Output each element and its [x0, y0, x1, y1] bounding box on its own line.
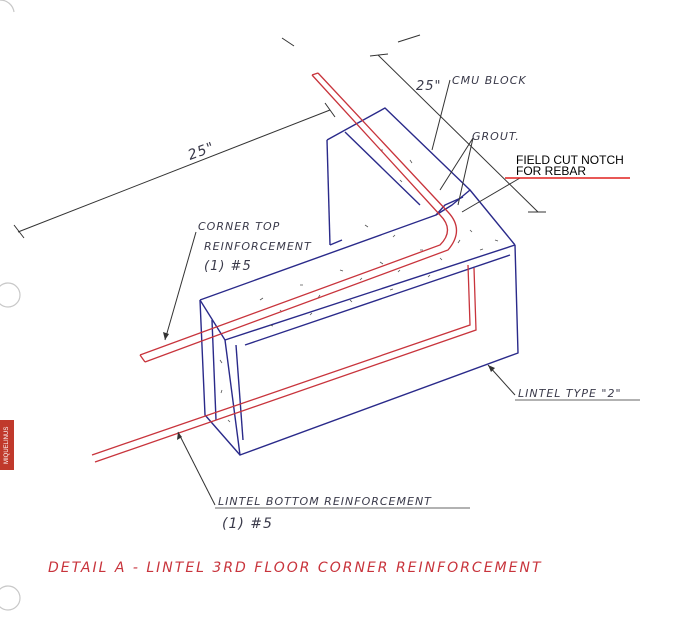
grout-texture — [219, 149, 499, 423]
cmu-block-label: CMU BLOCK — [452, 74, 527, 87]
field-cut-label-line1: FIELD CUT NOTCH — [516, 153, 624, 167]
lintel-block — [199, 107, 519, 456]
block-end-inner-1 — [211, 319, 217, 421]
arrow-corner-top — [163, 332, 169, 340]
block-top-back-edge — [199, 189, 516, 301]
leader-cmu-block — [431, 79, 451, 151]
binder-hole-bottom — [0, 585, 21, 611]
leader-grout-a — [439, 137, 474, 191]
dim-line-cmu — [377, 54, 539, 213]
grout-notch — [435, 196, 464, 216]
block-top-inner-line — [244, 254, 511, 346]
binder-hole-top — [0, 0, 15, 13]
detail-title: DETAIL A - LINTEL 3RD FLOOR CORNER REINF… — [48, 560, 543, 576]
arrow-lintel-bottom — [177, 432, 182, 440]
lintel-bottom-label-line1: LINTEL BOTTOM REINFORCEMENT — [218, 495, 432, 508]
dim-line-cmu-ticks — [369, 53, 546, 213]
arrowheads — [163, 332, 495, 440]
corner-top-label-line3: (1) #5 — [204, 259, 252, 274]
leaders — [164, 79, 521, 506]
field-cut-label-line2: FOR REBAR — [516, 164, 586, 178]
block-top-front-edge — [224, 244, 516, 341]
bottom-rebar-a — [91, 264, 471, 456]
corner-top-rebar-b — [144, 72, 458, 363]
dim-line-length-ticks — [13, 102, 336, 239]
block-end-face — [199, 299, 241, 456]
corner-top-rebar-end — [139, 354, 146, 363]
block-back-inner-edge — [344, 131, 421, 206]
side-tab: MIQUELINUS — [0, 420, 14, 470]
leader-grout-b — [457, 137, 474, 206]
corner-top-rebar-a — [139, 74, 449, 356]
rebar — [91, 72, 477, 463]
corner-top-label-line2: REINFORCEMENT — [204, 240, 312, 253]
leader-corner-top — [164, 231, 197, 341]
block-back-left-edge — [326, 139, 331, 246]
corner-top-label-line1: CORNER TOP — [198, 220, 280, 233]
construction-marks — [281, 34, 421, 47]
block-back-bottom-edge — [329, 239, 343, 246]
corner-top-rebar-tip — [311, 72, 319, 76]
arrow-lintel-type — [488, 365, 495, 372]
binder-holes — [0, 0, 21, 611]
binder-hole-middle — [0, 282, 21, 308]
leader-lintel-bottom — [177, 431, 216, 506]
leader-field-cut — [461, 177, 521, 213]
dim-cmu-label: 25" — [416, 79, 442, 94]
block-back-top-edge — [326, 107, 471, 191]
block-front-face — [224, 244, 519, 456]
block-end-inner-2 — [235, 344, 244, 441]
dimension-lines — [13, 34, 546, 239]
grout-label: GROUT. — [472, 130, 520, 143]
bottom-rebar-b — [94, 267, 477, 463]
dim-line-length — [17, 109, 331, 233]
lintel-bottom-label-line2: (1) #5 — [222, 516, 273, 532]
lintel-type-label: LINTEL TYPE "2" — [518, 387, 622, 400]
